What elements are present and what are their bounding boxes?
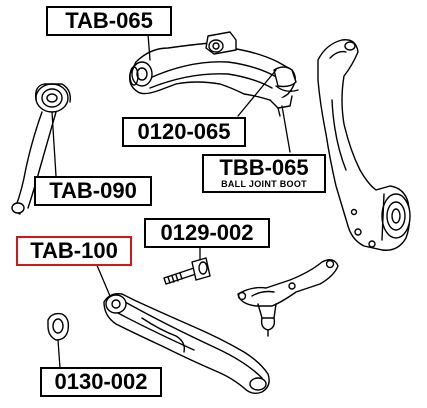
leader-tbb-065 (281, 105, 291, 153)
leader-tab-090 (51, 111, 57, 177)
label-0130-002: 0130-002 (40, 367, 162, 397)
tab-090-bushing-part (11, 83, 72, 215)
label-tbb-065-title: TBB-065 (219, 155, 309, 180)
label-tab-100: TAB-100 (16, 236, 132, 266)
label-tbb-065: TBB-065 BALL JOINT BOOT (202, 154, 326, 193)
bushing-0130-002-part (47, 312, 70, 341)
bolt-part (163, 257, 211, 285)
leader-0130-002 (57, 339, 61, 369)
label-tbb-065-subtitle: BALL JOINT BOOT (221, 179, 307, 189)
leader-lines (51, 33, 291, 369)
label-0129-002: 0129-002 (144, 218, 270, 248)
label-tab-090: TAB-090 (34, 176, 152, 206)
leader-tab-100 (95, 262, 111, 297)
ball-joint-part (237, 259, 339, 337)
steering-knuckle (317, 39, 411, 251)
leader-0120-065 (237, 69, 277, 117)
upper-control-arm (128, 31, 299, 117)
label-0120-065: 0120-065 (122, 117, 246, 147)
leader-tab-065 (147, 33, 151, 61)
label-tab-065: TAB-065 (46, 6, 172, 36)
lower-control-arm (103, 292, 270, 395)
